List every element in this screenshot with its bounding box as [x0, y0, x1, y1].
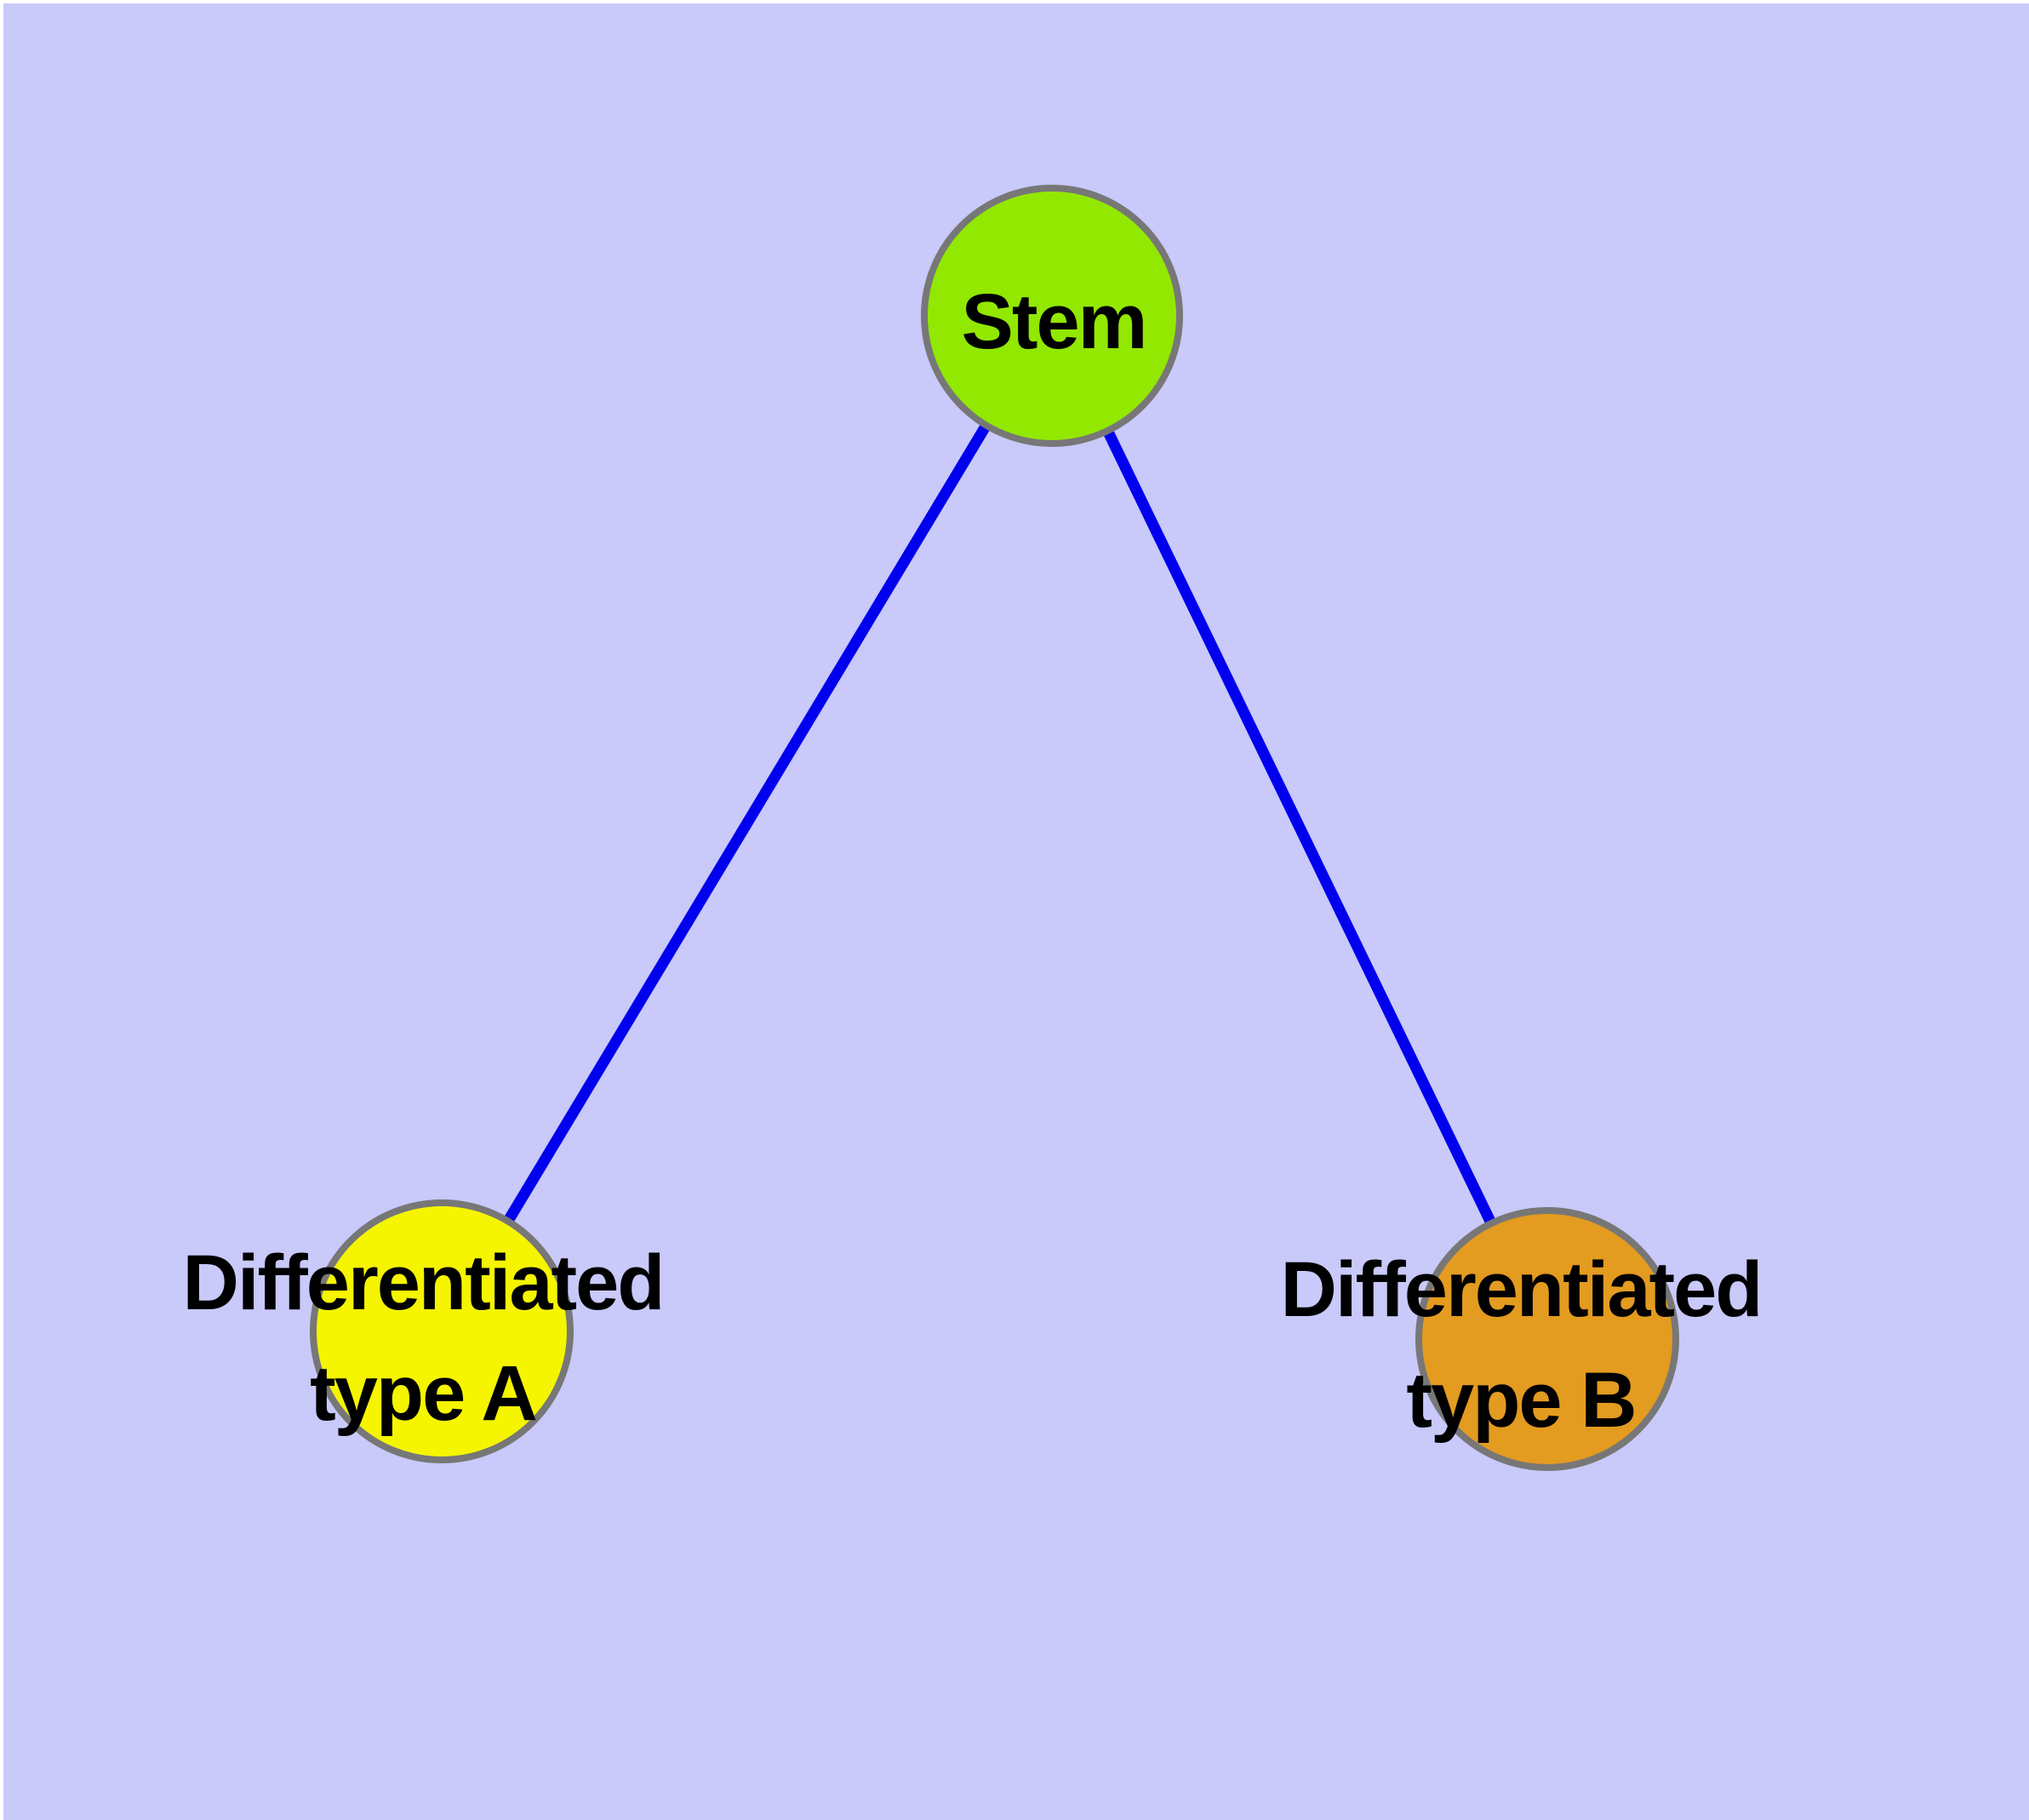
node-label-type-a: Differentiated type A: [182, 1228, 666, 1449]
node-label-type-b-line2: type B: [1406, 1357, 1637, 1444]
edge-stem-to-type-b: [1047, 313, 1552, 1342]
node-circle-type-b: [1415, 1207, 1679, 1471]
node-label-type-a-line2: type A: [310, 1350, 538, 1437]
node-label-type-b-line1: Differentiated: [1280, 1246, 1763, 1333]
node-label-type-b: Differentiated type B: [1280, 1234, 1763, 1456]
node-label-type-a-line1: Differentiated: [182, 1239, 666, 1326]
node-label-stem-text: Stem: [961, 278, 1148, 365]
edge-stem-to-type-a: [437, 312, 1057, 1335]
node-circle-stem: [921, 185, 1183, 447]
node-circle-type-a: [310, 1199, 574, 1463]
node-label-stem: Stem: [961, 266, 1148, 377]
